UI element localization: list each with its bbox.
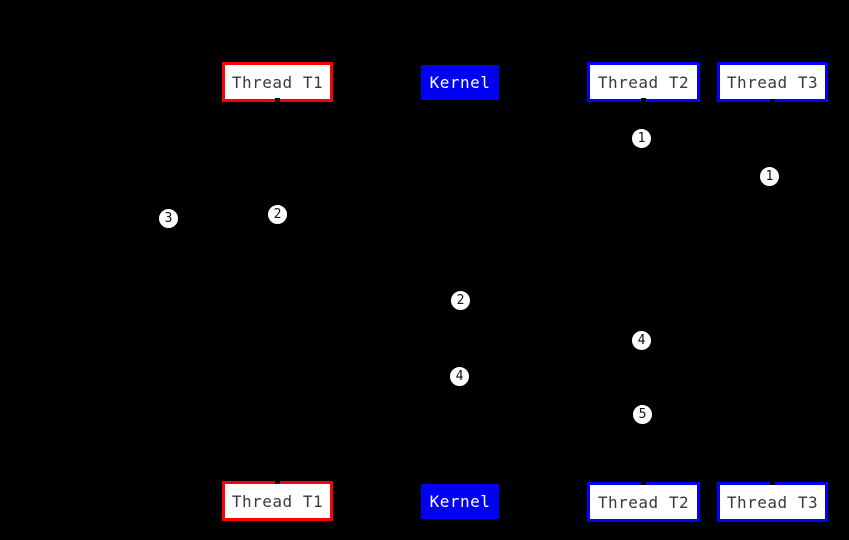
event-marker-2-kernel: 2 <box>450 290 471 311</box>
lifeline-stub <box>275 478 280 484</box>
thread-t2-label: Thread T2 <box>597 492 690 512</box>
thread-t3-box-top: Thread T3 <box>717 62 828 102</box>
thread-t2-box-top: Thread T2 <box>587 62 700 102</box>
thread-t3-box-bottom: Thread T3 <box>717 482 828 522</box>
kernel-box-bottom: Kernel <box>421 484 499 519</box>
thread-t1-box-bottom: Thread T1 <box>222 481 333 521</box>
lifeline-stub <box>770 479 775 485</box>
thread-t3-label: Thread T3 <box>726 492 819 512</box>
thread-t3-label: Thread T3 <box>726 72 819 92</box>
thread-t1-label: Thread T1 <box>231 491 324 511</box>
kernel-box-top: Kernel <box>421 65 499 100</box>
lifeline-stub <box>641 98 646 104</box>
thread-t2-box-bottom: Thread T2 <box>587 482 700 522</box>
lifeline-stub <box>275 98 280 104</box>
lifeline-stub <box>641 479 646 485</box>
thread-t1-label: Thread T1 <box>231 72 324 92</box>
event-marker-1-thread-t2: 1 <box>631 128 652 149</box>
kernel-label: Kernel <box>429 73 491 92</box>
thread-t1-box-top: Thread T1 <box>222 62 333 102</box>
lifeline-stub <box>770 99 775 105</box>
event-marker-2-thread-t1: 2 <box>267 204 288 225</box>
thread-t2-label: Thread T2 <box>597 72 690 92</box>
event-marker-3: 3 <box>158 208 179 229</box>
event-marker-4-thread-t2: 4 <box>631 330 652 351</box>
kernel-label: Kernel <box>429 492 491 511</box>
event-marker-5-thread-t2: 5 <box>632 404 653 425</box>
event-marker-4-kernel: 4 <box>449 366 470 387</box>
event-marker-1-thread-t3: 1 <box>759 166 780 187</box>
